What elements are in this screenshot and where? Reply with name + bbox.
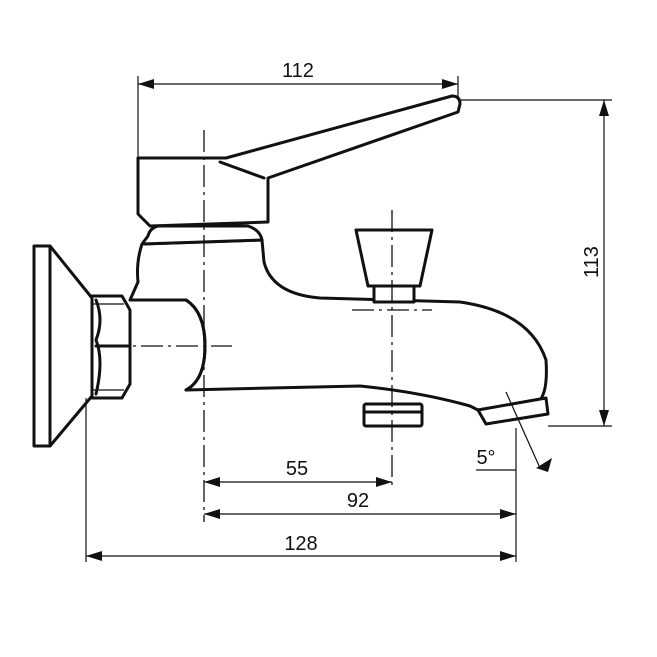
dimension-112 bbox=[138, 79, 458, 89]
spout-aerator bbox=[476, 396, 550, 426]
diverter-knob bbox=[354, 228, 434, 304]
dim-text-92: 92 bbox=[347, 490, 369, 512]
dim-text-113: 113 bbox=[581, 246, 603, 278]
shower-outlet bbox=[362, 402, 424, 428]
hex-nut bbox=[90, 294, 132, 400]
center-lines bbox=[106, 130, 432, 522]
lever-handle bbox=[136, 94, 462, 228]
dimension-113 bbox=[599, 100, 609, 426]
dim-text-angle: 5° bbox=[476, 447, 495, 469]
dimension-128 bbox=[86, 551, 516, 561]
dim-text-112: 112 bbox=[282, 60, 314, 82]
dim-text-55: 55 bbox=[286, 458, 308, 480]
dimension-55 bbox=[204, 477, 392, 487]
dimension-92 bbox=[204, 509, 516, 519]
dim-text-128: 128 bbox=[284, 533, 317, 555]
wall-flange bbox=[32, 244, 94, 448]
mixer-body bbox=[128, 224, 548, 412]
dimension-angle bbox=[536, 458, 552, 472]
extension-lines bbox=[85, 76, 612, 562]
